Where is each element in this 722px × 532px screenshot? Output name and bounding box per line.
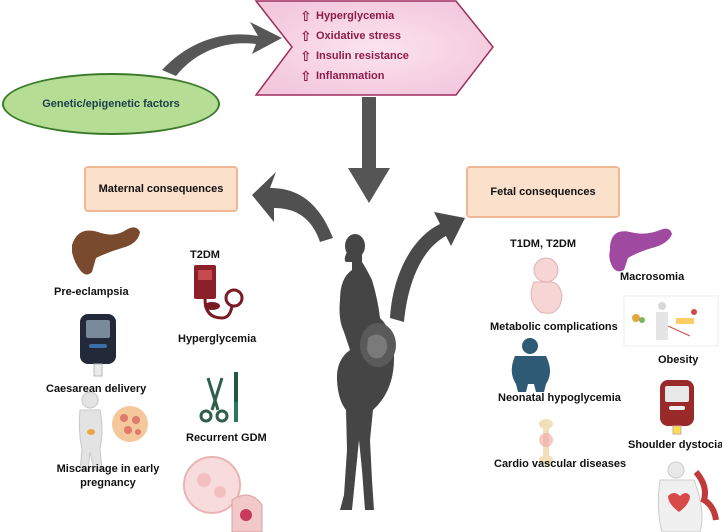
label-hyperglycemia: Hyperglycemia: [178, 333, 257, 345]
factor-item: ⇧ Inflammation: [300, 66, 470, 86]
arrow-factors-to-woman: [348, 97, 390, 203]
label-shoulder: Shoulder dystocia: [628, 439, 722, 451]
factor-label: Hyperglycemia: [316, 10, 395, 22]
blood-pressure-monitor-icon: [194, 265, 244, 320]
label-obesity: Obesity: [658, 354, 699, 366]
fetal-consequences-box: Fetal consequences: [466, 166, 620, 218]
factor-label: Oxidative stress: [316, 30, 401, 42]
maternal-title: Maternal consequences: [98, 183, 224, 195]
label-metabolic: Metabolic complications: [490, 321, 618, 333]
label-caesarean: Caesarean delivery: [46, 383, 147, 395]
woman-body-icon: [78, 391, 103, 471]
risk-factor-chevron: [254, 0, 494, 96]
fetus-icon: [530, 257, 563, 314]
label-cardio: Cardio vascular diseases: [494, 458, 627, 470]
up-arrow-icon: ⇧: [300, 28, 312, 44]
label-recurrent-gdm: Recurrent GDM: [186, 432, 267, 444]
bone-icon: [539, 419, 553, 465]
label-preeclampsia: Pre-eclampsia: [54, 286, 129, 298]
risk-factor-list: ⇧ Hyperglycemia ⇧ Oxidative stress ⇧ Ins…: [300, 6, 470, 86]
factor-item: ⇧ Oxidative stress: [300, 26, 470, 46]
cells-icon: [112, 406, 148, 442]
glucometer-icon: [80, 314, 116, 377]
maternal-consequences-box: Maternal consequences: [84, 166, 238, 212]
pregnant-woman-silhouette: [336, 234, 396, 510]
up-arrow-icon: ⇧: [300, 48, 312, 64]
fetal-title: Fetal consequences: [490, 186, 596, 198]
arrow-to-maternal: [252, 172, 333, 242]
fetus-uterus-icon: [183, 456, 263, 532]
label-macrosomia: Macrosomia: [620, 271, 685, 283]
pancreas-icon: [72, 227, 140, 275]
up-arrow-icon: ⇧: [300, 68, 312, 84]
factor-item: ⇧ Hyperglycemia: [300, 6, 470, 26]
glucometer-red-icon: [660, 380, 694, 435]
label-neonatal: Neonatal hypoglycemia: [498, 392, 621, 404]
up-arrow-icon: ⇧: [300, 8, 312, 24]
label-miscarriage: Miscarriage in early pregnancy: [56, 463, 160, 489]
surgical-scissors-icon: [199, 372, 238, 423]
genetic-factors-ellipse: Genetic/epigenetic factors: [2, 73, 220, 135]
factor-label: Insulin resistance: [316, 50, 409, 62]
label-t1dm-t2dm: T1DM, T2DM: [510, 238, 576, 250]
factor-item: ⇧ Insulin resistance: [300, 46, 470, 66]
pancreas-purple-icon: [609, 228, 672, 272]
factor-label: Inflammation: [316, 70, 385, 82]
obesity-diagram-icon: [623, 295, 719, 347]
label-t2dm: T2DM: [190, 249, 220, 261]
genetic-factors-label: Genetic/epigenetic factors: [42, 98, 180, 110]
heart-artery-icon: [657, 461, 719, 532]
arrow-to-fetal: [390, 212, 465, 322]
obese-child-icon: [511, 338, 550, 392]
arrow-genetic-to-factors: [162, 22, 282, 76]
